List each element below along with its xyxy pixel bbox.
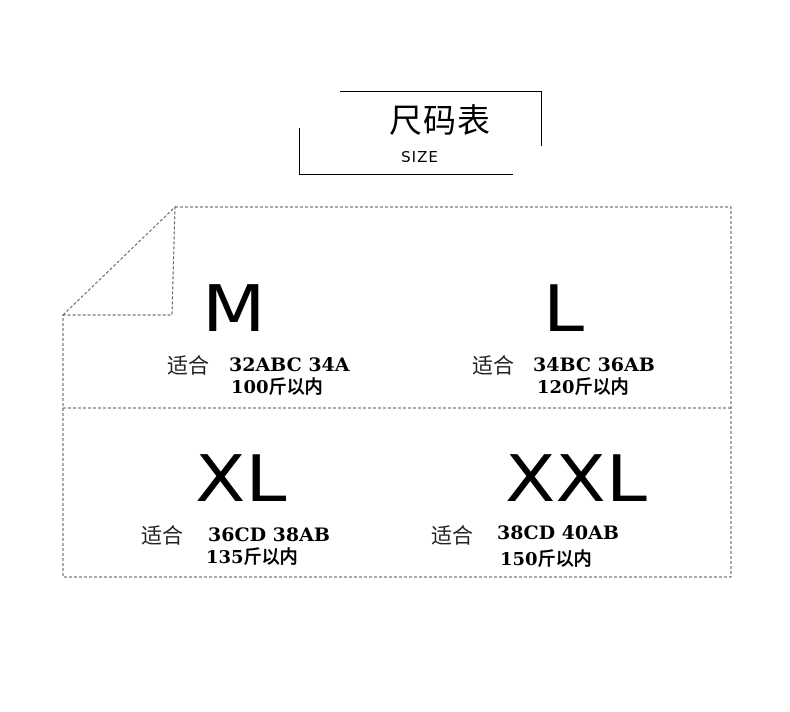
fit-label: 适合 [141,524,183,548]
fit-label: 适合 [431,524,473,548]
size-letter: L [543,273,585,347]
page-title: 尺码表 [389,101,491,140]
weight-limit: 135斤以内 [206,547,298,568]
title-block: 尺码表 SIZE [0,0,790,200]
card-border [62,206,732,578]
folded-corner [61,205,176,316]
cup-sizes: 32ABC 34A [229,354,350,376]
weight-limit: 120斤以内 [537,377,629,398]
title-frame-bottom-line [299,174,513,175]
cup-sizes: 36CD 38AB [208,524,330,546]
fit-label: 适合 [472,354,514,378]
title-frame-right-line [541,91,542,146]
weight-limit: 100斤以内 [231,377,323,398]
fit-label: 适合 [167,354,209,378]
cup-sizes: 34BC 36AB [533,354,655,376]
title-frame-left-line [299,128,300,175]
cup-sizes: 38CD 40AB [497,522,619,544]
title-frame-top-line [340,91,542,92]
size-letter: XL [195,443,287,517]
size-letter: XXL [505,443,647,517]
page-subtitle: SIZE [401,148,439,166]
size-letter: M [202,273,266,347]
weight-limit: 150斤以内 [500,549,592,570]
